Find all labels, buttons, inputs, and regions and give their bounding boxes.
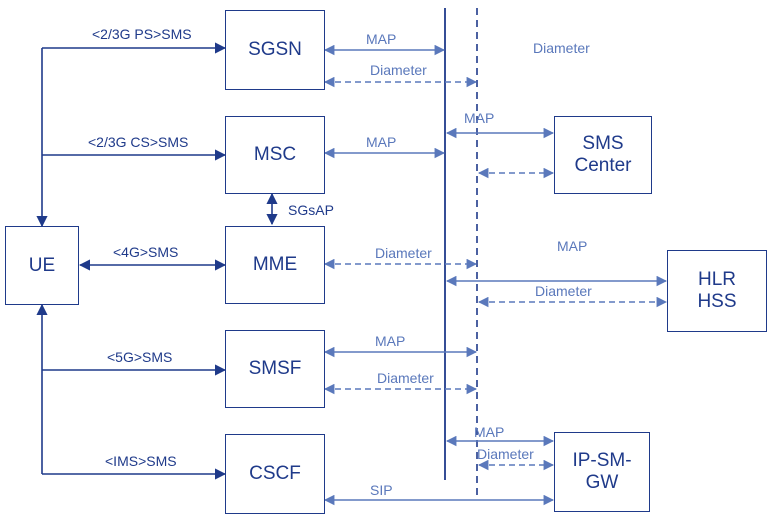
label-diameter-sgsn: Diameter: [370, 62, 427, 78]
node-ip-sm-gw: IP-SM- GW: [554, 432, 650, 512]
label-diameter-top: Diameter: [533, 40, 590, 56]
node-cscf: CSCF: [225, 434, 325, 514]
label-map-sgsn: MAP: [366, 31, 397, 47]
node-sms-center: SMS Center: [554, 116, 652, 194]
label-4g-sms: <4G>SMS: [113, 244, 179, 260]
node-sgsn: SGSN: [225, 10, 325, 90]
label-ps-sms: <2/3G PS>SMS: [92, 26, 192, 42]
node-msc: MSC: [225, 116, 325, 194]
label-map-smsf: MAP: [375, 333, 406, 349]
label-sip: SIP: [370, 482, 393, 498]
label-map-msc: MAP: [366, 134, 397, 150]
label-diameter-hlr: Diameter: [535, 283, 592, 299]
label-diameter-smsf: Diameter: [377, 370, 434, 386]
node-smsf: SMSF: [225, 330, 325, 408]
label-5g-sms: <5G>SMS: [107, 349, 173, 365]
label-diameter-ipsm: Diameter: [477, 446, 534, 462]
label-diameter-mme: Diameter: [375, 245, 432, 261]
node-hlr-hss: HLR HSS: [667, 250, 767, 332]
node-ue: UE: [5, 226, 79, 305]
label-map-smsc: MAP: [464, 110, 495, 126]
label-map-ipsm: MAP: [474, 424, 505, 440]
label-cs-sms: <2/3G CS>SMS: [88, 134, 189, 150]
label-sgsap: SGsAP: [288, 202, 334, 218]
label-ims-sms: <IMS>SMS: [105, 453, 177, 469]
label-map-hlr: MAP: [557, 238, 588, 254]
node-mme: MME: [225, 226, 325, 304]
